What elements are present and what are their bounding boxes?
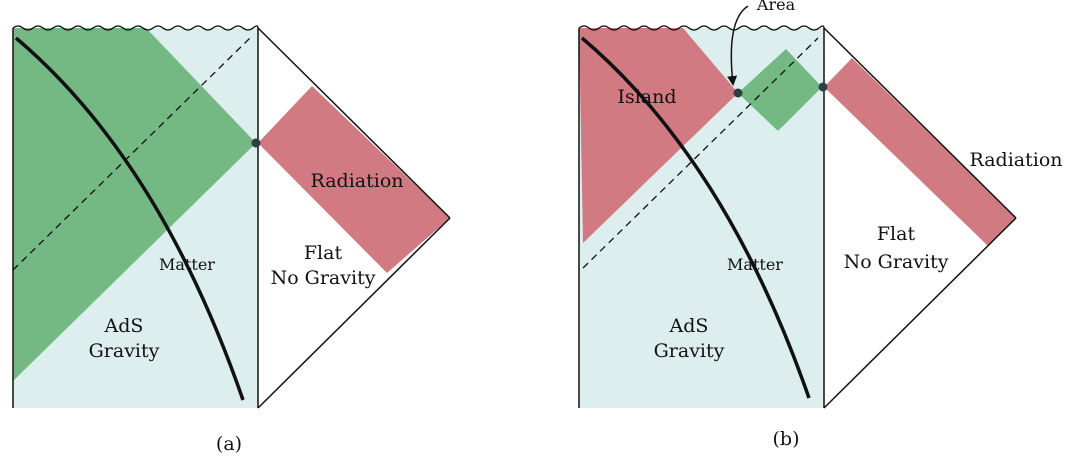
flat-past-null-boundary <box>823 217 1017 409</box>
ads-label: AdS <box>669 315 709 337</box>
area-arrow <box>727 5 749 86</box>
gravity-label: Gravity <box>654 340 725 362</box>
caption-b: (b) <box>773 428 800 450</box>
gravity-label: Gravity <box>89 340 160 362</box>
flat-past-null-boundary <box>257 217 451 409</box>
entanglement-wedge-diamond <box>738 49 822 131</box>
panel-b: Area Island Radiation Flat No Gravity Ma… <box>578 0 1063 450</box>
entanglement-wedge <box>13 28 256 381</box>
horizon-dashed-line <box>582 37 819 269</box>
radiation-label: Radiation <box>969 149 1062 171</box>
flat-label: Flat <box>304 242 343 264</box>
horizon-dashed-line <box>12 37 251 271</box>
area-extremal-point <box>733 88 743 98</box>
caption-a: (a) <box>216 433 242 455</box>
matter-worldline <box>580 36 811 399</box>
no-gravity-label: No Gravity <box>271 267 376 289</box>
radiation-region <box>824 58 1016 246</box>
island-label: Island <box>617 86 676 108</box>
quantum-extremal-point <box>251 138 261 148</box>
flat-future-null-boundary <box>823 27 1017 219</box>
boundary-point <box>818 82 828 92</box>
no-gravity-label: No Gravity <box>844 251 949 273</box>
radiation-label: Radiation <box>310 170 403 192</box>
wavy-top-cutoff <box>12 25 259 31</box>
area-label: Area <box>756 0 796 14</box>
matter-label: Matter <box>159 255 215 274</box>
flat-future-null-boundary <box>257 27 451 219</box>
island-region <box>579 28 738 243</box>
radiation-region <box>258 86 450 273</box>
flat-label: Flat <box>877 223 916 245</box>
ads-label: AdS <box>104 315 144 337</box>
panel-a: Radiation Flat No Gravity Matter AdS Gra… <box>12 25 451 455</box>
matter-label: Matter <box>727 255 783 274</box>
matter-worldline <box>14 36 245 401</box>
wavy-top-cutoff <box>578 25 825 31</box>
